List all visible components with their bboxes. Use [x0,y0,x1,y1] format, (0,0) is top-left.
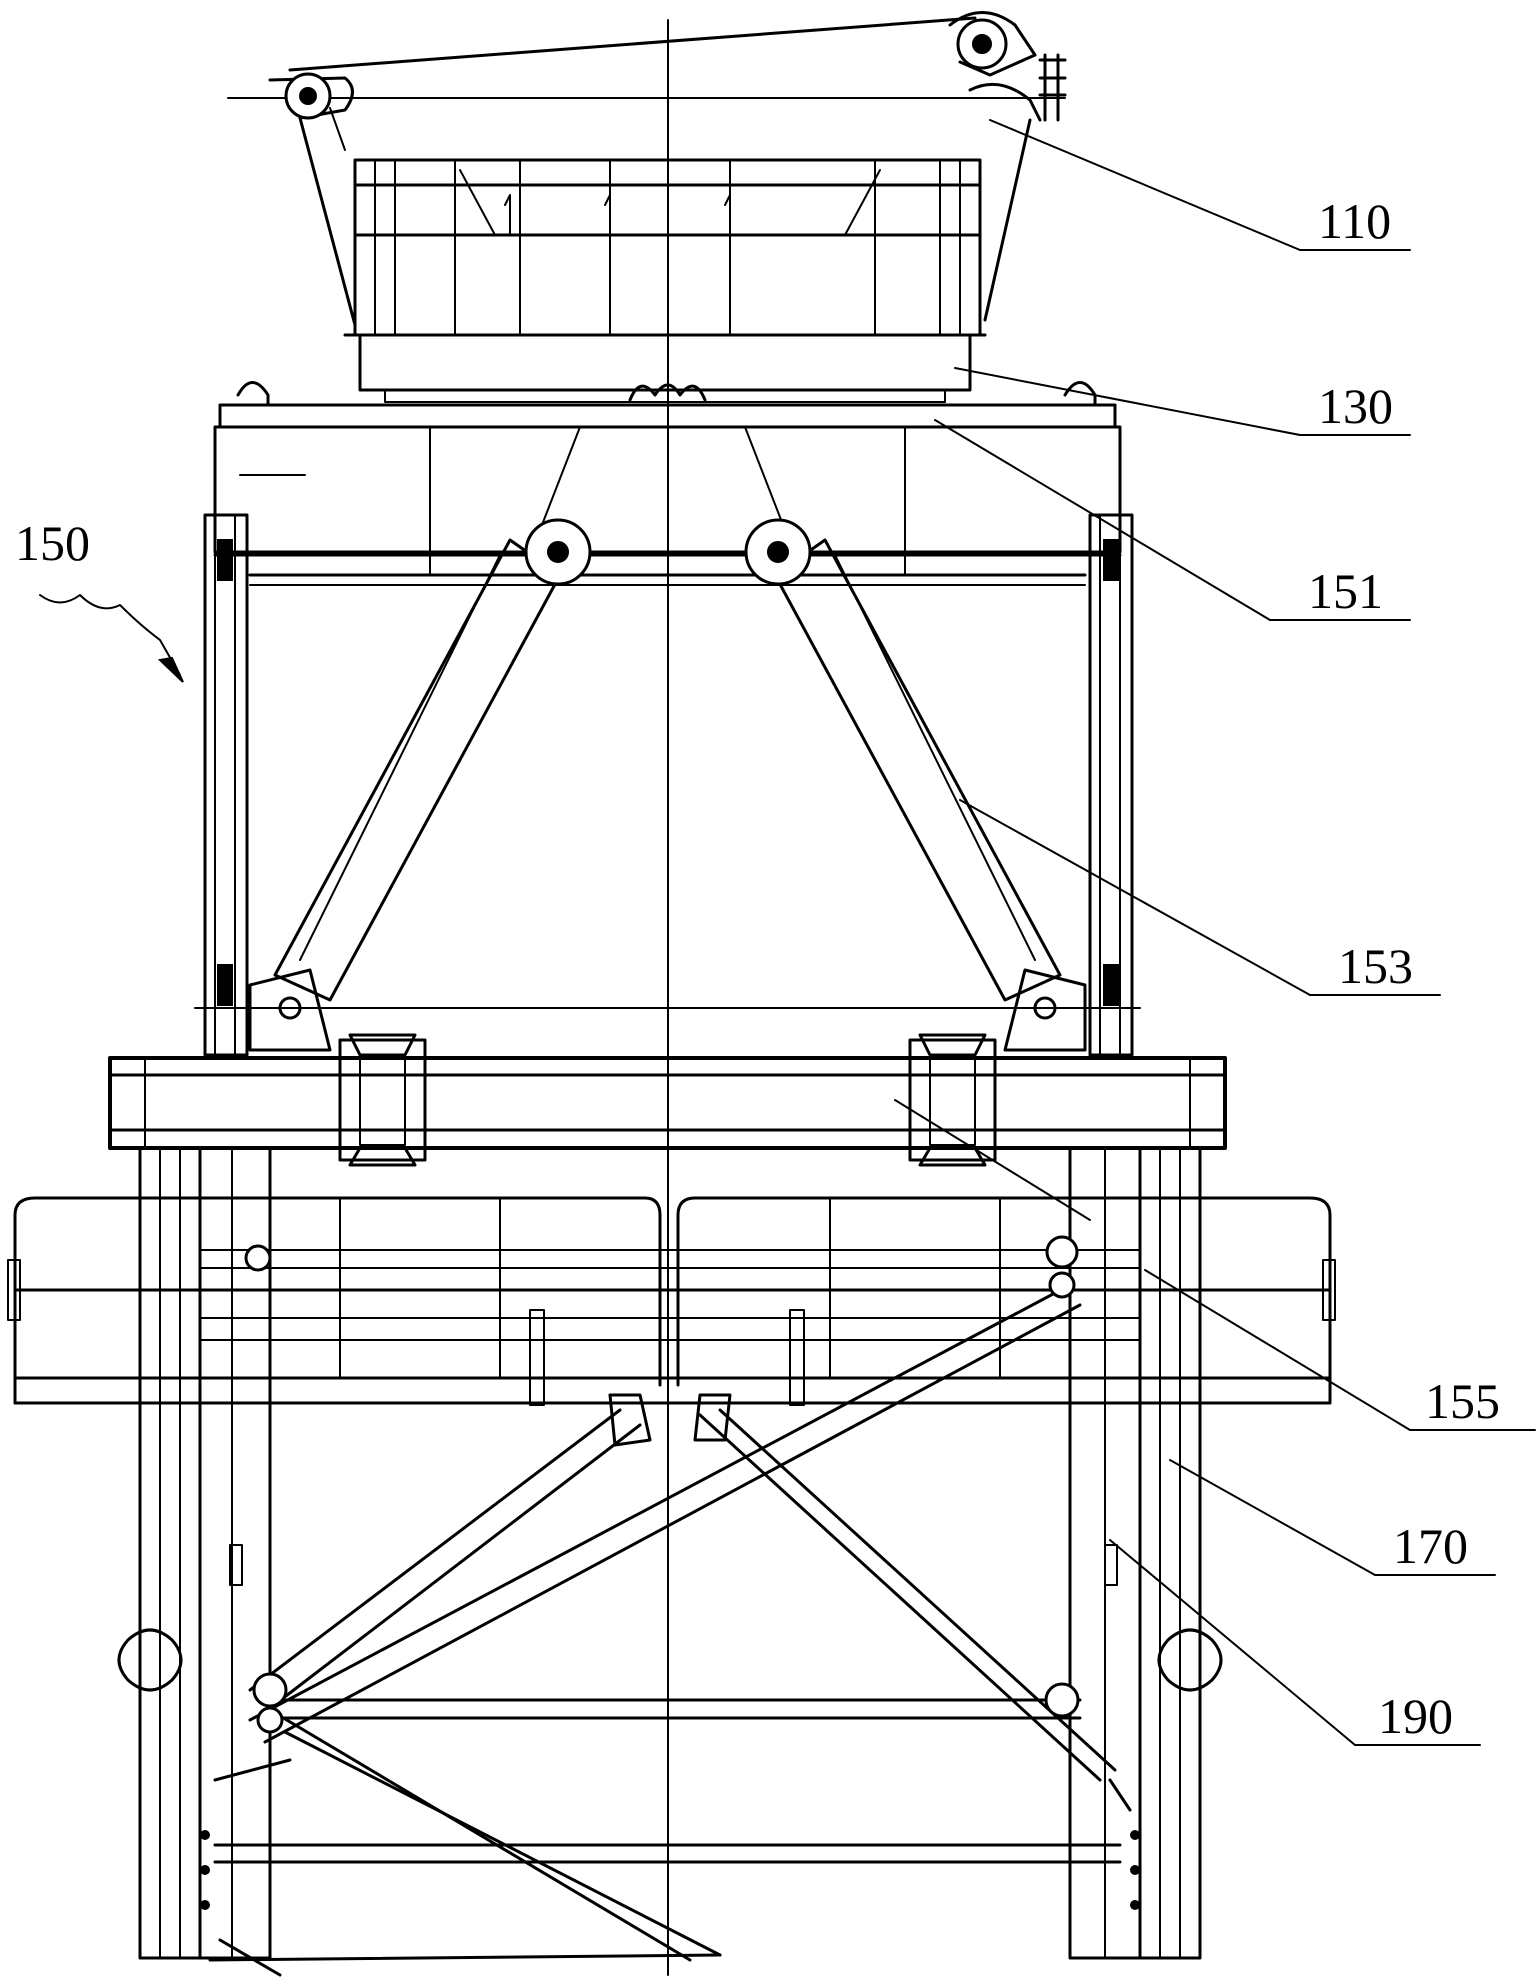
upper-platform-130 [343,158,987,403]
lower-platform-155 [7,1196,1336,1406]
reference-labels: 110 130 150 151 153 155 170 190 [15,193,1500,1744]
upper-guide-columns [203,513,1134,1057]
lifting-spreader-110 [227,11,1067,327]
middle-crossbeam [108,1007,1227,1221]
label-151: 151 [1308,563,1383,619]
label-155: 155 [1425,1373,1500,1429]
upper-frame-151 [213,381,1122,586]
diagonal-arms-153 [248,518,1087,1052]
label-170: 170 [1393,1518,1468,1574]
label-110: 110 [1318,193,1391,249]
label-190: 190 [1378,1688,1453,1744]
label-150: 150 [15,515,90,571]
lower-columns-170 [117,1146,1223,1960]
leader-lines [39,119,1536,1746]
label-153: 153 [1338,938,1413,994]
label-130: 130 [1318,378,1393,434]
scissor-braces-190 [208,1235,1132,1977]
